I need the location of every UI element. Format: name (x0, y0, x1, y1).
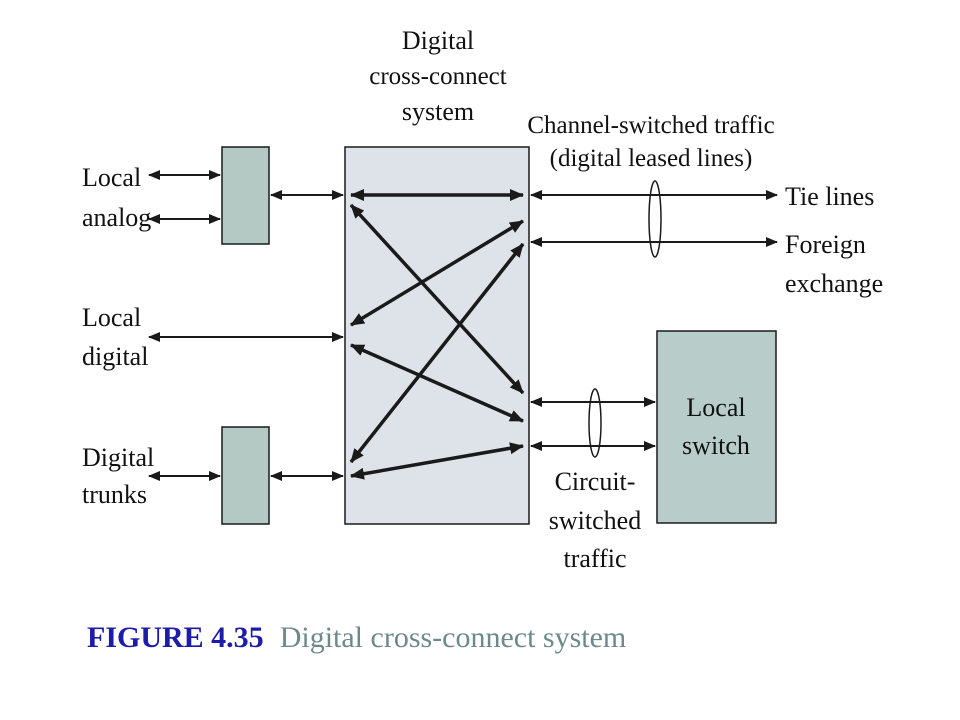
local-switch-label-line-1: Local (686, 393, 745, 422)
channel-switched-label-line-2: (digital leased lines) (550, 145, 753, 172)
local-analog-label-line-2: analog (82, 203, 151, 232)
local-digital-label-line-1: Local (82, 303, 141, 332)
local-digital-label-line-2: digital (82, 342, 148, 371)
digital-cross-connect-system-box (344, 146, 530, 525)
left-connections (148, 170, 344, 481)
channel-switched-group-ellipse (648, 180, 662, 258)
analog-interface-module (221, 146, 270, 245)
dcs-label-line-1: Digital (402, 26, 474, 55)
local-analog-label-line-1: Local (82, 163, 141, 192)
circuit-switched-label-line-1: Circuit- (555, 467, 636, 496)
foreign-exchange-label-line-1: Foreign (785, 230, 866, 259)
circuit-switched-label-line-2: switched (549, 506, 641, 535)
circuit-switched-label-line-3: traffic (563, 544, 626, 573)
figure-caption: FIGURE 4.35 Digital cross-connect system (87, 621, 626, 654)
trunk-interface-module (221, 426, 270, 525)
circuit-switched-group-ellipse (588, 388, 602, 458)
right-connections (530, 190, 778, 451)
local-switch-label-line-2: switch (682, 431, 750, 460)
tie-lines-label: Tie lines (785, 182, 874, 211)
dcs-label-line-3: system (402, 97, 474, 126)
channel-switched-label-line-1: Channel-switched traffic (527, 112, 774, 139)
local-switch-box (656, 330, 777, 524)
figure-title: Digital cross-connect system (280, 621, 627, 654)
cross-connection-5 (349, 242, 525, 464)
cross-connection-6 (350, 442, 524, 480)
figure-number: FIGURE 4.35 (87, 621, 264, 654)
digital-trunks-label-line-1: Digital (82, 443, 154, 472)
digital-trunks-label-line-2: trunks (82, 480, 147, 509)
internal-cross-connections (349, 189, 525, 480)
foreign-exchange-label-line-2: exchange (785, 269, 883, 298)
dcs-label-line-2: cross-connect (369, 63, 506, 90)
